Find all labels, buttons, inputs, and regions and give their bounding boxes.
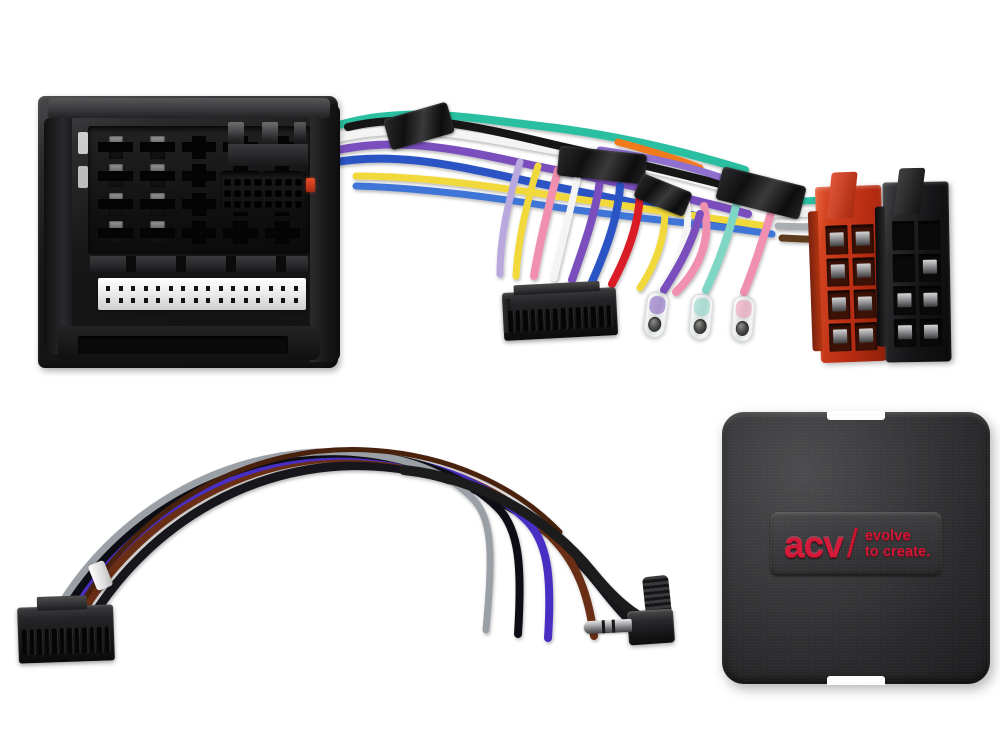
acv-box-bottom-notch: [827, 676, 885, 685]
quadlock-pin: [138, 191, 178, 218]
quadlock-release-tab: [306, 178, 315, 192]
acv-tagline-line1: evolve: [864, 527, 911, 544]
quadlock-pin: [179, 134, 219, 161]
acv-slash-icon: /: [846, 522, 858, 566]
quadlock-white-insert: [98, 278, 306, 310]
lower-connector-top-rail: [36, 595, 88, 611]
acv-tagline: evolve to create.: [865, 528, 930, 560]
jack-35mm-plug-tip: [583, 618, 633, 635]
acv-tagline-line2: to create.: [864, 544, 931, 560]
quadlock-pin: [96, 163, 136, 190]
quadlock-pin: [179, 191, 219, 218]
acv-logo-plate: acv / evolve to create.: [770, 512, 942, 576]
quadlock-pin: [96, 134, 136, 161]
quadlock-connector: [38, 96, 340, 368]
quadlock-key-notch: [78, 132, 88, 154]
quadlock-pin: [138, 163, 178, 190]
quadlock-pin: [96, 191, 136, 218]
quadlock-pin: [138, 134, 178, 161]
quadlock-block: [228, 144, 308, 166]
acv-interface-box: acv / evolve to create.: [722, 411, 990, 685]
quadlock-micro-pin-bank: [220, 172, 306, 212]
quadlock-pin: [96, 220, 136, 247]
quadlock-bottom-groove: [78, 336, 288, 354]
quadlock-pin: [138, 220, 178, 247]
quadlock-pin: [179, 163, 219, 190]
quadlock-pin: [221, 220, 261, 247]
quadlock-pin: [262, 220, 302, 247]
quadlock-pin: [179, 220, 219, 247]
quadlock-ledge: [90, 256, 308, 272]
lower-connector-pins: [21, 626, 111, 656]
acv-box-top-notch: [827, 411, 885, 420]
jack-housing: [626, 608, 676, 646]
steering-wheel-control-connector: [17, 595, 115, 664]
quadlock-left-wall: [44, 118, 72, 354]
quadlock-key-notch: [78, 166, 88, 188]
quadlock-right-wall: [310, 104, 340, 362]
acv-brand-name: acv: [784, 523, 844, 565]
